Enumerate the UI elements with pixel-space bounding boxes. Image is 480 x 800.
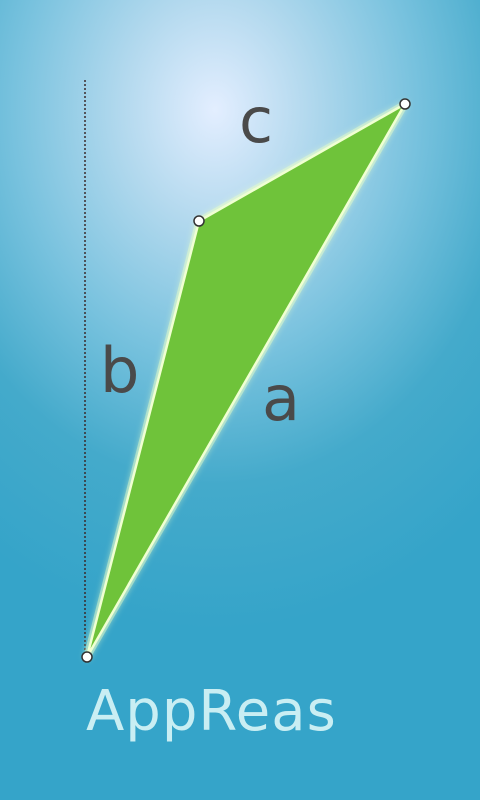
side-label-c: c [239,84,274,157]
side-label-b: b [100,334,140,407]
triangle-shape[interactable] [85,102,407,659]
vertex-handle-top[interactable] [399,98,411,110]
vertex-handle-middle[interactable] [193,215,205,227]
vertex-handle-bottom[interactable] [81,651,93,663]
side-label-a: a [262,362,300,435]
app-title: AppReas [86,679,337,744]
